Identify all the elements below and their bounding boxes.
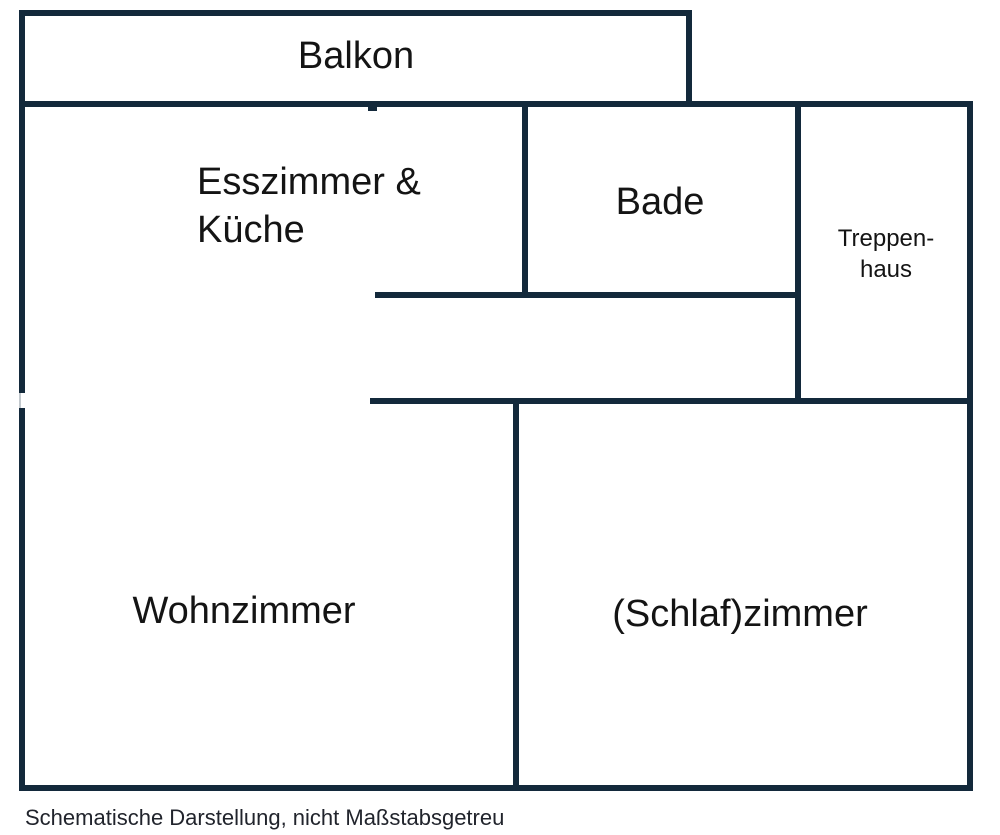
wall-bath-left <box>522 101 528 298</box>
wall-bottom <box>19 785 973 791</box>
wall-outer-left-lower <box>19 408 25 791</box>
wall-outer-right <box>967 101 973 791</box>
wall-outer-left-upper <box>19 10 25 393</box>
wall-bedroom-divider <box>513 398 519 791</box>
balcony-door-tick <box>368 107 377 111</box>
left-wall-door-opening <box>19 393 21 408</box>
wall-hall-bottom <box>370 398 973 404</box>
room-label-esszimmer-line2: Küche <box>197 209 305 251</box>
wall-stairwell-left <box>795 101 801 404</box>
room-label-wohnzimmer: Wohnzimmer <box>132 590 356 633</box>
schematic-caption: Schematische Darstellung, nicht Maßstabs… <box>25 805 505 830</box>
room-label-esszimmer-line1: Esszimmer & <box>197 161 421 203</box>
room-label-bade: Bade <box>615 181 705 224</box>
wall-main-top <box>19 101 973 107</box>
wall-bath-bottom <box>375 292 801 298</box>
room-label-treppenhaus: Treppen- haus <box>838 223 935 285</box>
room-label-treppenhaus-line2: haus <box>859 256 913 283</box>
room-label-schlafzimmer: (Schlaf)zimmer <box>612 593 868 636</box>
room-label-treppenhaus-line1: Treppen- <box>837 225 935 252</box>
wall-balcony-right <box>686 10 692 103</box>
room-label-balkon: Balkon <box>297 35 415 78</box>
room-label-esszimmer-kueche: Esszimmer & Küche <box>197 158 421 254</box>
wall-balcony-top <box>19 10 692 16</box>
